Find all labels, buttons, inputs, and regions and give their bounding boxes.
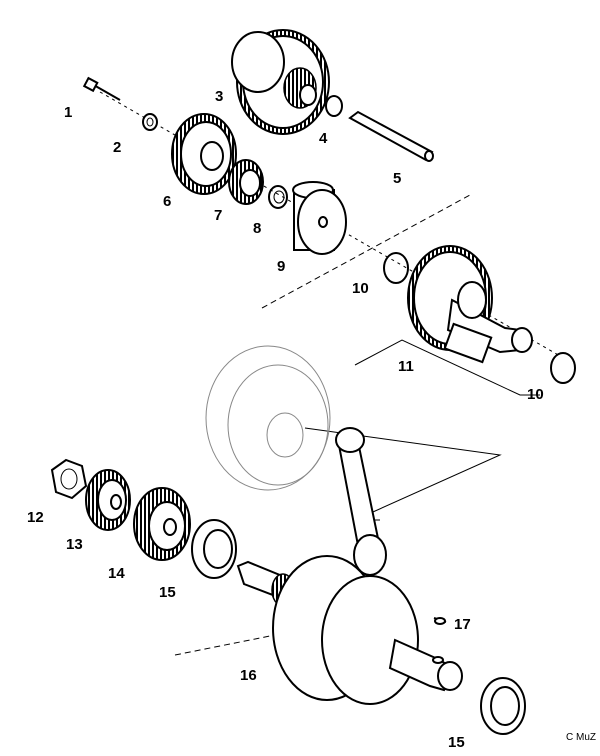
part-16-crankshaft <box>236 427 463 705</box>
part-13-small-gear <box>85 469 131 531</box>
watermark: C MuZ <box>566 732 596 743</box>
part-2-washer <box>142 113 158 131</box>
part-7-bearing <box>228 159 264 205</box>
flywheel-outline <box>205 345 331 491</box>
part-9-collar <box>292 181 347 255</box>
callout-5: 5 <box>393 170 401 187</box>
callout-10a: 10 <box>352 280 369 297</box>
callout-2: 2 <box>113 139 121 156</box>
callout-12: 12 <box>27 509 44 526</box>
callout-14: 14 <box>108 565 125 582</box>
callout-labels: 1 2 3 4 5 6 7 8 9 10 10 11 12 13 14 15 1… <box>27 88 596 751</box>
callout-16: 16 <box>240 667 257 684</box>
part-15-washer-a <box>191 519 237 579</box>
callout-1: 1 <box>64 104 72 121</box>
part-8-ring <box>268 185 288 209</box>
part-15-washer-b <box>480 677 526 735</box>
part-12-nut <box>50 458 88 500</box>
callout-10b: 10 <box>527 386 544 403</box>
callout-7: 7 <box>214 207 222 224</box>
callout-9: 9 <box>277 258 285 275</box>
part-10-circlip-a <box>383 252 409 284</box>
callout-3: 3 <box>215 88 223 105</box>
part-10-circlip-b <box>550 352 576 384</box>
callout-15b: 15 <box>448 734 465 751</box>
part-17-key <box>433 617 447 625</box>
part-11-balancer-shaft <box>407 245 533 364</box>
callout-4: 4 <box>319 130 328 147</box>
part-14-gear <box>133 487 191 561</box>
part-4-circlip <box>325 95 343 117</box>
callout-6: 6 <box>163 193 171 210</box>
part-6-gear <box>171 113 237 195</box>
callout-13: 13 <box>66 536 83 553</box>
callout-15a: 15 <box>159 584 176 601</box>
callout-8: 8 <box>253 220 261 237</box>
part-5-shaft <box>348 110 434 162</box>
part-3-gear <box>231 29 330 135</box>
callout-17: 17 <box>454 616 471 633</box>
part-1-bolt <box>82 76 121 101</box>
callout-11: 11 <box>398 358 414 375</box>
